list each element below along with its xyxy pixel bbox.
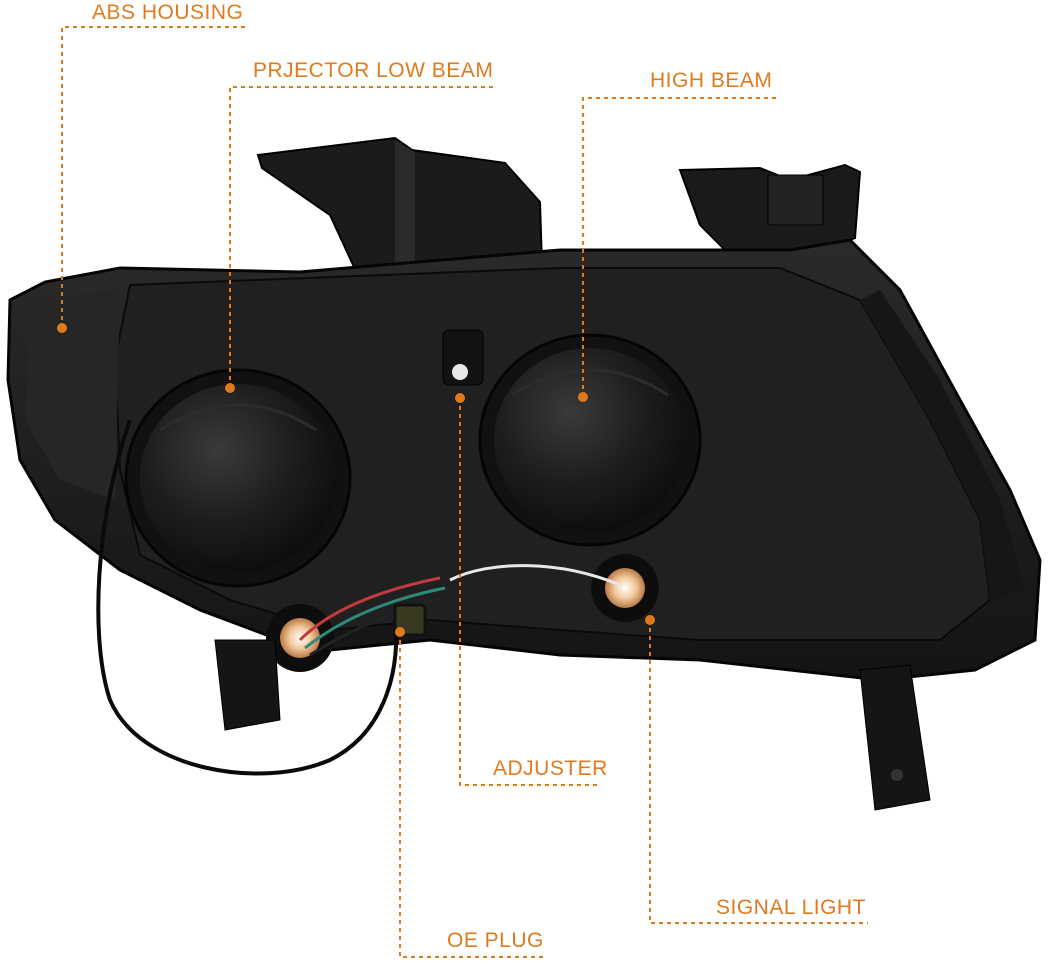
projector-low-beam-dome bbox=[124, 368, 352, 588]
callout-high-beam: HIGH BEAM bbox=[650, 69, 773, 92]
top-right-bracket bbox=[678, 163, 862, 262]
callout-adjuster: ADJUSTER bbox=[493, 757, 608, 780]
wiring-harness bbox=[96, 419, 621, 776]
callout-signal-light: SIGNAL LIGHT bbox=[716, 896, 866, 919]
callout-projector-low-beam: PRJECTOR LOW BEAM bbox=[253, 59, 494, 82]
high-beam-dome bbox=[478, 333, 702, 547]
callout-leaders bbox=[61, 26, 868, 958]
adjuster-knob bbox=[442, 329, 484, 386]
lower-mounting-tabs bbox=[214, 639, 931, 811]
callout-dots bbox=[57, 323, 655, 637]
signal-light-socket-right bbox=[591, 554, 659, 622]
callout-oe-plug: OE PLUG bbox=[447, 929, 544, 952]
callout-abs-housing: ABS HOUSING bbox=[92, 1, 244, 24]
